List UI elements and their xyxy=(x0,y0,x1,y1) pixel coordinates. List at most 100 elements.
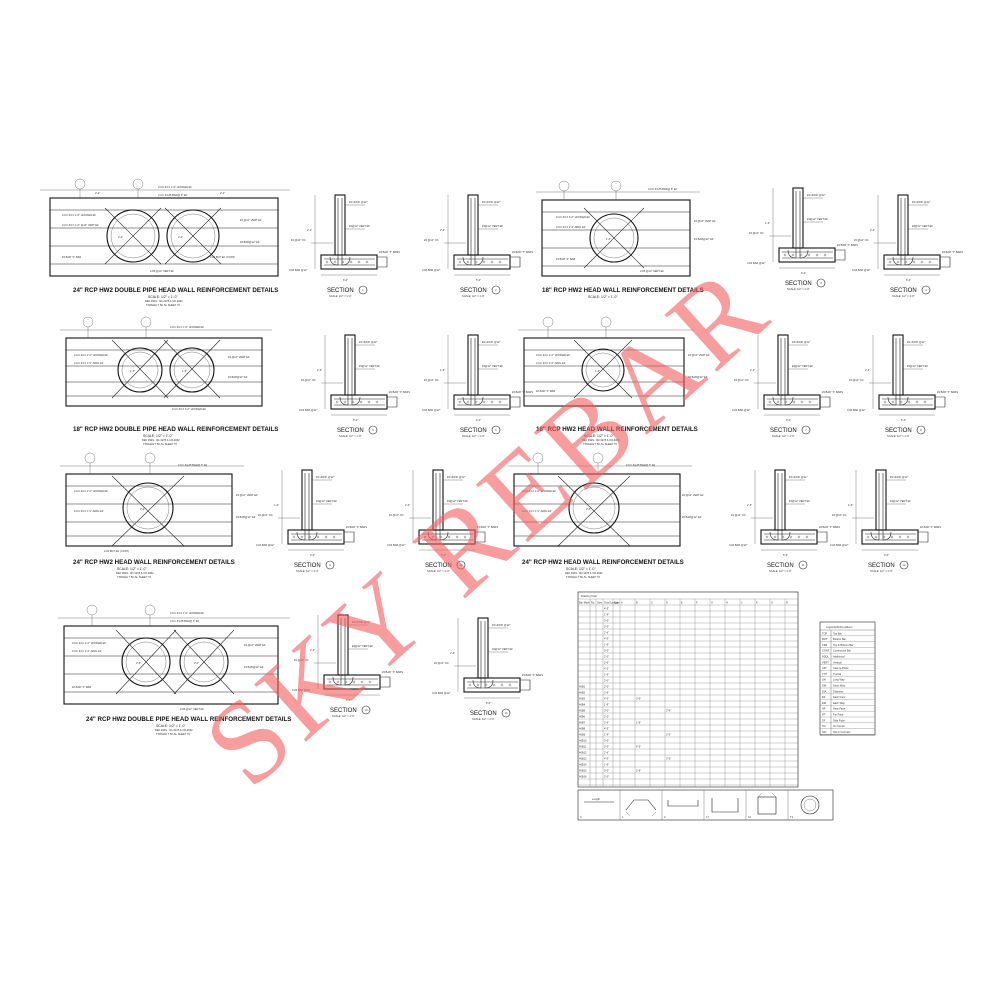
schedule-cell: 2'-0" xyxy=(666,733,671,737)
schedule-cell: 2'-6" xyxy=(636,769,641,773)
section-number: 11 xyxy=(802,563,805,567)
section-callout: #4 HOOK @12" xyxy=(792,340,810,344)
detail-ref: REF DWG. CD-4278 & CD-4962 xyxy=(582,438,620,442)
section-number: 13 xyxy=(365,708,368,712)
type-number: 12 xyxy=(748,815,751,819)
length-label: Length xyxy=(592,797,600,801)
schedule-cell: 1'-9" xyxy=(604,703,609,707)
dimension-text: 5'-0" xyxy=(476,278,481,282)
legend-description: Typical xyxy=(833,672,841,676)
schedule-cell: 4'-3" xyxy=(604,637,609,641)
section-scale: SCALE: 1/2" = 1'-0" xyxy=(462,294,485,298)
schedule-cell: 4'-3" xyxy=(604,727,609,731)
callout-text: #4 @12" VERT EF xyxy=(688,353,710,357)
section-callout: #4 BAR "X" BARS xyxy=(942,250,963,254)
callout-text: #4 @12" VERT EF xyxy=(694,219,716,223)
legend-code: BOT xyxy=(822,637,828,641)
section-callout: #4@12" VERT EF xyxy=(890,499,911,503)
schedule-cell: 3'-0" xyxy=(666,757,671,761)
schedule-bar-mark: 40B3 xyxy=(579,697,586,701)
legend-description: Diameter xyxy=(833,689,844,693)
pipe-dim-label: 2'-0" xyxy=(140,507,145,511)
section-callout: #4 BAR "X" BARS xyxy=(837,243,858,247)
dimension-text: 1'-6" xyxy=(765,221,770,225)
section-callout: #4 @12" OC xyxy=(424,378,439,382)
section-scale: SCALE: 1/2" = 1'-0" xyxy=(329,294,352,298)
section-callout: 3-#4 BAR @12" xyxy=(729,543,747,547)
legend-title: Legends/Abbreviations xyxy=(826,625,853,629)
legend-description: Top & Bottom Bar xyxy=(833,643,853,647)
section-label: SECTION xyxy=(330,708,357,714)
legend-description: Additional xyxy=(833,655,845,659)
schedule-cell: 2'-6" xyxy=(604,721,609,725)
schedule-bar-mark: 40B12 xyxy=(579,751,587,755)
callout-text: 3-CC #4 X 1'-0" HOOKED EF xyxy=(556,215,590,219)
type-number: 1 xyxy=(622,815,624,819)
schedule-cell: 1'-9" xyxy=(604,733,609,737)
section-5: #4 HOOK @12"#4@12" VERT EF#4 @12" OC#4 B… xyxy=(299,334,410,438)
legend-code: VERT xyxy=(822,660,829,664)
detail-scale: SCALE: 1/2" = 1'-0" xyxy=(584,434,614,438)
schedule-cell: 1'-9" xyxy=(604,763,609,767)
section-callout: #4@12" VERT EF xyxy=(359,364,380,368)
schedule-cell: 4'-3" xyxy=(604,667,609,671)
section-scale: SCALE: 1/2" = 1'-0" xyxy=(339,434,362,438)
section-6: #4 HOOK @12"#4@12" VERT EF#4 @12" OC#4 B… xyxy=(422,334,533,438)
section-number: 2 xyxy=(495,288,497,292)
schedule-cell: 2'-0" xyxy=(604,625,609,629)
dimension-text: 2'-2" xyxy=(95,191,100,195)
section-callout: #4 @12" OC xyxy=(832,513,847,517)
section-callout: #4 HOOK @12" xyxy=(807,193,825,197)
schedule-column-header: D xyxy=(666,601,668,605)
detail-scale: SCALE: 1/2" = 1'-0" xyxy=(566,567,596,571)
section-13: #4 HOOK @12"#4@12" VERT EF#4 @12" OC#4 B… xyxy=(292,614,403,718)
type-number: 17 xyxy=(706,815,709,819)
legend-description: Not in Contract xyxy=(833,730,851,734)
detail-ref: TXDMAH T 5K-SL SHEET 76 xyxy=(143,442,177,446)
callout-text: 3-CC #4 X 1'-0" ADDL EF xyxy=(556,225,586,229)
section-callout: #4 BAR "X" BARS xyxy=(512,250,533,254)
section-callout: #4 @12" OC xyxy=(291,238,306,242)
callout-text: #4 BAR "X" BAR xyxy=(62,255,81,259)
section-label: SECTION xyxy=(868,563,895,569)
detail-title: 18" RCP HW2 DOUBLE PIPE HEAD WALL REINFO… xyxy=(73,426,278,433)
section-callout: 3-#4 BAR @12" xyxy=(830,543,848,547)
schedule-bar-mark: 40B5 xyxy=(579,709,586,713)
pipe-dim-label: 2'-0" xyxy=(136,661,141,665)
section-callout: #4 BAR "X" BARS xyxy=(920,525,941,529)
section-scale: SCALE: 1/2" = 1'-0" xyxy=(887,434,910,438)
schedule-column-header: H xyxy=(726,601,728,605)
legend-description: Far Face xyxy=(833,713,844,717)
callout-text: #4 BAR "X" BAR xyxy=(556,257,575,261)
schedule-cell: 3'-0" xyxy=(636,697,641,701)
section-scale: SCALE: 1/2" = 1'-0" xyxy=(787,287,810,291)
legend-code: NF xyxy=(822,707,826,711)
schedule-bar-mark: 40B1 xyxy=(579,685,586,689)
legend-description: Each Face xyxy=(833,695,846,699)
legend-code: OC xyxy=(822,724,826,728)
section-callout: #4@12" VERT EF xyxy=(912,224,933,228)
detail-title: 24" RCP HW2 DOUBLE PIPE HEAD WALL REINFO… xyxy=(73,287,278,294)
section-callout: #4 HOOK @12" xyxy=(447,475,465,479)
detail-scale: SCALE: 1/2" = 1'-0" xyxy=(148,295,178,299)
pipe-dim-label: 2'-0" xyxy=(586,507,591,511)
schedule-cell: 2'-6" xyxy=(666,709,671,713)
section-callout: #4 BAR "X" BARS xyxy=(346,525,367,529)
dimension-text: 2'-6" xyxy=(865,368,870,372)
section-callout: #4 @12" OC xyxy=(258,513,273,517)
dimension-text: 4'-0" xyxy=(476,418,481,422)
section-label: SECTION xyxy=(885,428,912,434)
section-callout: 3-#4 BAR @12" xyxy=(747,261,765,265)
section-callout: #4 @12" OC xyxy=(424,238,439,242)
section-8: #4 HOOK @12"#4@12" VERT EF#4 @12" OC#4 B… xyxy=(847,334,958,438)
headwall-detail-6: 2'-0" 3-CC #4-#5 BAR@ 6" EF 3-CC #4 X 1'… xyxy=(508,452,704,579)
callout-text: 3-CC #4 X 1'-0" HOOKED EF xyxy=(170,611,204,615)
schedule-column-header: Total Length xyxy=(604,601,619,605)
callout-text: 3-CC #4 X 1'-0" ADDL EF xyxy=(72,649,102,653)
schedule-cell: 4'-3" xyxy=(604,607,609,611)
callout-text: #4 @12" VERT EF xyxy=(682,493,704,497)
schedule-column-header: J xyxy=(741,601,743,605)
detail-scale: SCALE: 1/2" = 1'-0" xyxy=(143,434,173,438)
dimension-text: 5'-0" xyxy=(901,418,906,422)
dimension-text: 1'-6" xyxy=(274,503,279,507)
